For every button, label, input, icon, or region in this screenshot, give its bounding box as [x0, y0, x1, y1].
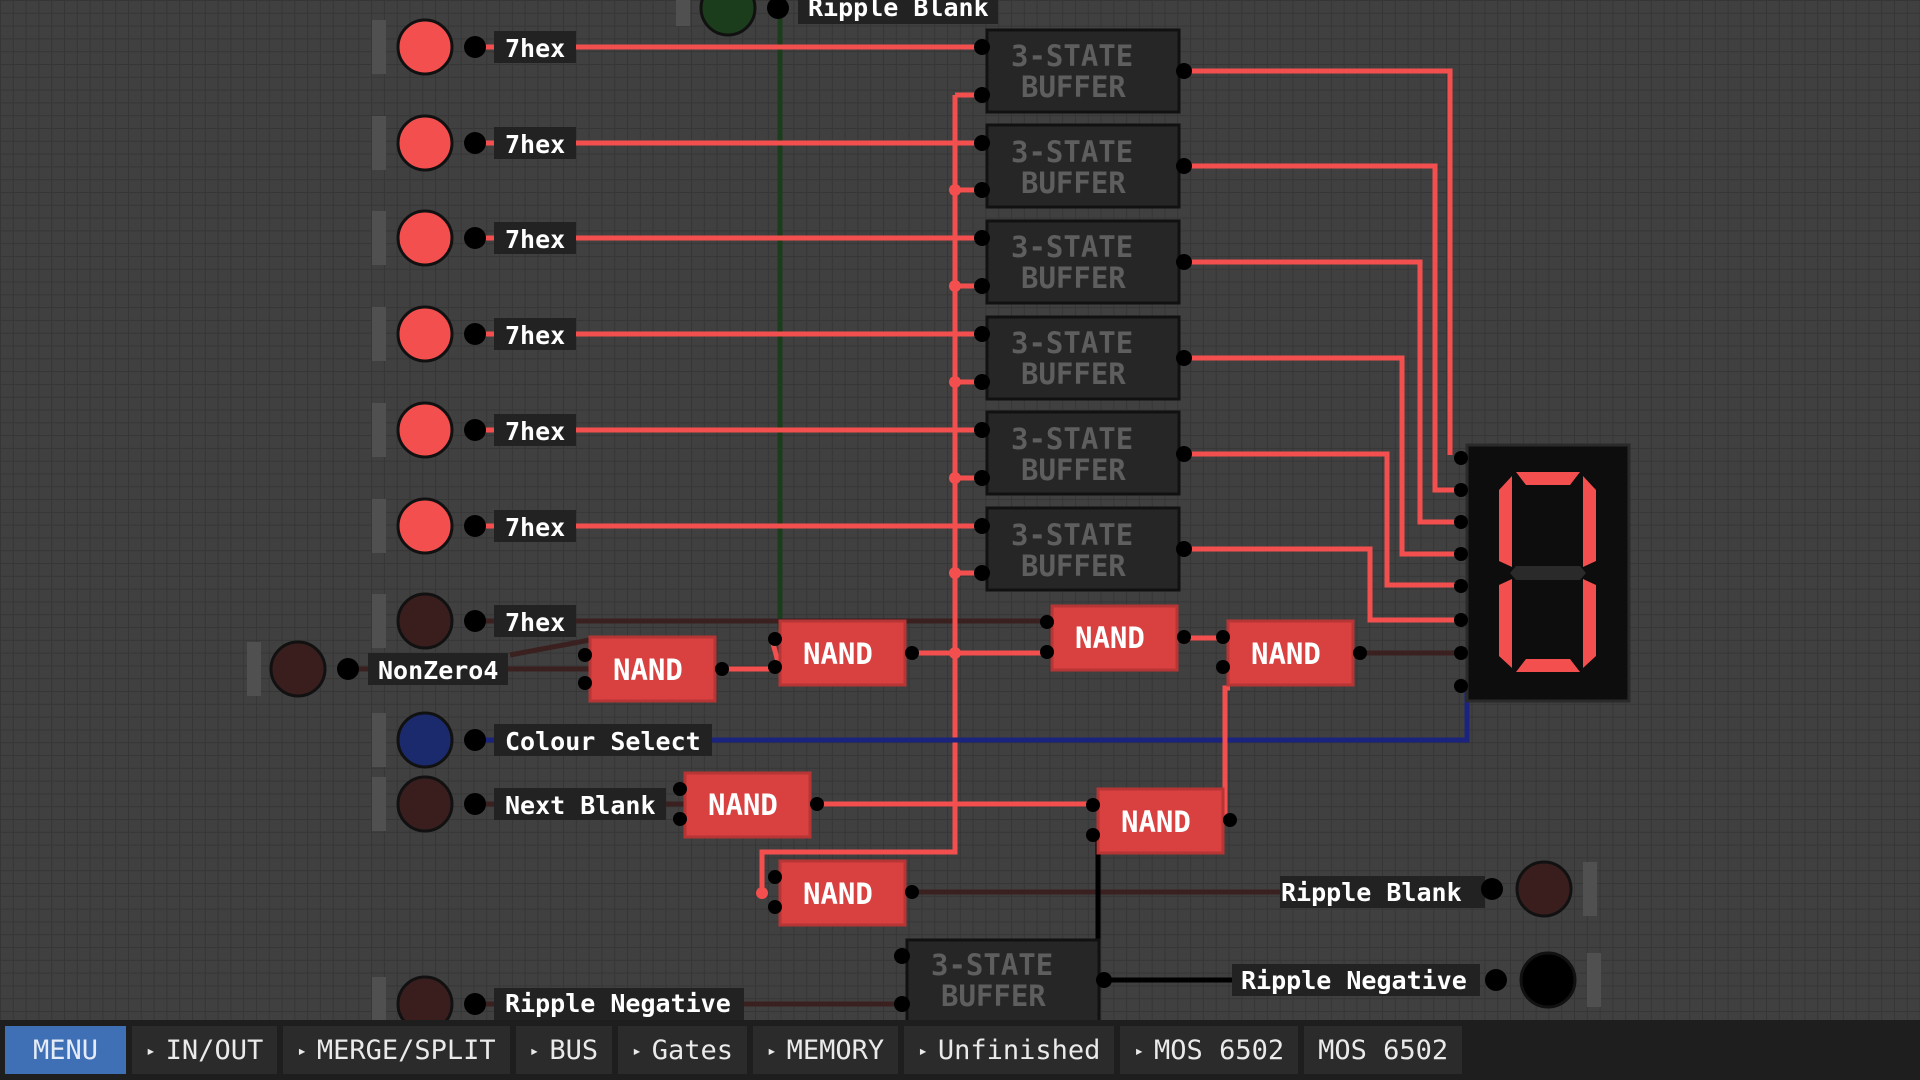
nand-gate-5[interactable]: NAND: [673, 771, 824, 839]
category-label: BUS: [549, 1034, 599, 1066]
buffer-label-line2: BUFFER: [1021, 70, 1126, 104]
component-mos6502-button[interactable]: MOS 6502: [1304, 1026, 1463, 1074]
tristate-buffer-1[interactable]: 3-STATE BUFFER: [974, 28, 1192, 114]
tristate-buffer-7[interactable]: 3-STATE BUFFER: [894, 938, 1112, 1020]
expand-arrow-icon: ▸: [297, 1040, 307, 1060]
input-label: Ripple Blank: [808, 0, 989, 22]
input-label: NonZero4: [378, 656, 498, 685]
buffer-label-line1: 3-STATE: [1011, 518, 1133, 552]
buffer-column[interactable]: 3-STATE BUFFER 3-STATE BUFFER 3-STATE BU…: [894, 28, 1192, 1020]
input-7hex-7[interactable]: 7hex: [372, 592, 576, 650]
buffer-label-line1: 3-STATE: [1011, 230, 1133, 264]
input-7hex-4[interactable]: 7hex: [372, 305, 576, 363]
menu-label: MENU: [33, 1034, 99, 1066]
buffer-label-line2: BUFFER: [1021, 166, 1126, 200]
input-label: 7hex: [505, 608, 565, 637]
input-next-blank[interactable]: Next Blank: [372, 775, 666, 833]
expand-arrow-icon: ▸: [146, 1040, 156, 1060]
buffer-label-line2: BUFFER: [1021, 453, 1126, 487]
input-7hex-6[interactable]: 7hex: [372, 497, 576, 555]
input-switches[interactable]: 7hex 7hex 7hex 7hex 7hex: [247, 0, 998, 1020]
category-label: MERGE/SPLIT: [316, 1034, 496, 1066]
nand-label: NAND: [1075, 621, 1145, 655]
nand-gate-7[interactable]: NAND: [768, 859, 919, 927]
category-label: MEMORY: [786, 1034, 885, 1066]
nand-label: NAND: [1121, 805, 1191, 839]
nand-label: NAND: [708, 788, 778, 822]
buffer-label-line1: 3-STATE: [931, 948, 1053, 982]
category-in-out-button[interactable]: ▸ IN/OUT: [132, 1026, 278, 1074]
input-label: 7hex: [505, 225, 565, 254]
input-label: Colour Select: [505, 727, 701, 756]
input-7hex-1[interactable]: 7hex: [372, 18, 576, 76]
nand-label: NAND: [613, 653, 683, 687]
input-ripple-negative[interactable]: Ripple Negative: [372, 975, 744, 1020]
buffer-label-line2: BUFFER: [1021, 261, 1126, 295]
segment-digit-zero: [1499, 472, 1596, 672]
category-label: IN/OUT: [165, 1034, 264, 1066]
buffer-label-line1: 3-STATE: [1011, 326, 1133, 360]
category-gates-button[interactable]: ▸ Gates: [618, 1026, 748, 1074]
input-label: Ripple Negative: [505, 989, 731, 1018]
input-label: 7hex: [505, 34, 565, 63]
component-toolbar: MENU ▸ IN/OUT ▸ MERGE/SPLIT ▸ BUS ▸ Gate…: [0, 1020, 1920, 1080]
input-label: 7hex: [505, 321, 565, 350]
expand-arrow-icon: ▸: [918, 1040, 928, 1060]
nand-label: NAND: [803, 637, 873, 671]
nand-label: NAND: [1251, 637, 1321, 671]
input-label: 7hex: [505, 417, 565, 446]
expand-arrow-icon: ▸: [767, 1040, 777, 1060]
buffer-label-line2: BUFFER: [941, 979, 1046, 1013]
output-ripple-negative[interactable]: Ripple Negative: [1232, 951, 1601, 1009]
input-label: 7hex: [505, 513, 565, 542]
output-label: Ripple Negative: [1241, 966, 1467, 995]
tristate-buffer-3[interactable]: 3-STATE BUFFER: [974, 219, 1192, 305]
seven-segment-display[interactable]: [1454, 443, 1631, 703]
expand-arrow-icon: ▸: [529, 1040, 540, 1060]
category-unfinished-button[interactable]: ▸ Unfinished: [904, 1026, 1115, 1074]
category-label: MOS 6502: [1154, 1034, 1285, 1066]
buffer-label-line1: 3-STATE: [1011, 422, 1133, 456]
expand-arrow-icon: ▸: [1134, 1040, 1145, 1060]
category-label: Gates: [651, 1034, 734, 1066]
buffer-label-line2: BUFFER: [1021, 357, 1126, 391]
input-colour-select[interactable]: Colour Select: [372, 711, 712, 769]
nand-gate-6[interactable]: NAND: [1086, 787, 1237, 855]
output-ripple-blank[interactable]: Ripple Blank: [1280, 860, 1597, 918]
tristate-buffer-4[interactable]: 3-STATE BUFFER: [974, 315, 1192, 401]
junction-dots: [756, 184, 961, 899]
category-label: Unfinished: [937, 1034, 1101, 1066]
circuit-canvas[interactable]: 7hex 7hex 7hex 7hex 7hex: [0, 0, 1920, 1020]
buffer-label-line1: 3-STATE: [1011, 39, 1133, 73]
nand-gates[interactable]: NAND NAND NAND NAND NAND NAND: [578, 604, 1367, 927]
tristate-buffer-6[interactable]: 3-STATE BUFFER: [974, 506, 1192, 592]
input-ripple-blank-top[interactable]: Ripple Blank: [676, 0, 998, 37]
output-label: Ripple Blank: [1281, 878, 1462, 907]
input-label: 7hex: [505, 130, 565, 159]
nand-label: NAND: [803, 877, 873, 911]
nand-gate-3[interactable]: NAND: [1040, 604, 1191, 672]
input-7hex-5[interactable]: 7hex: [372, 401, 576, 459]
nand-gate-4[interactable]: NAND: [1216, 619, 1367, 687]
tristate-buffer-2[interactable]: 3-STATE BUFFER: [974, 123, 1192, 209]
input-7hex-3[interactable]: 7hex: [372, 209, 576, 267]
category-mos6502-button[interactable]: ▸ MOS 6502: [1120, 1026, 1299, 1074]
nand-gate-2[interactable]: NAND: [768, 619, 919, 687]
category-bus-button[interactable]: ▸ BUS: [515, 1026, 613, 1074]
expand-arrow-icon: ▸: [632, 1040, 642, 1060]
outputs[interactable]: Ripple Blank Ripple Negative: [1232, 860, 1601, 1009]
input-nonzero4[interactable]: NonZero4: [247, 640, 508, 698]
wires: [350, 10, 1470, 1007]
nand-gate-1[interactable]: NAND: [578, 635, 729, 703]
category-merge-split-button[interactable]: ▸ MERGE/SPLIT: [283, 1026, 510, 1074]
category-memory-button[interactable]: ▸ MEMORY: [753, 1026, 899, 1074]
buffer-label-line1: 3-STATE: [1011, 135, 1133, 169]
input-label: Next Blank: [505, 791, 656, 820]
component-label: MOS 6502: [1318, 1034, 1449, 1066]
input-7hex-2[interactable]: 7hex: [372, 114, 576, 172]
menu-button[interactable]: MENU: [5, 1026, 127, 1074]
buffer-label-line2: BUFFER: [1021, 549, 1126, 583]
tristate-buffer-5[interactable]: 3-STATE BUFFER: [974, 410, 1192, 496]
